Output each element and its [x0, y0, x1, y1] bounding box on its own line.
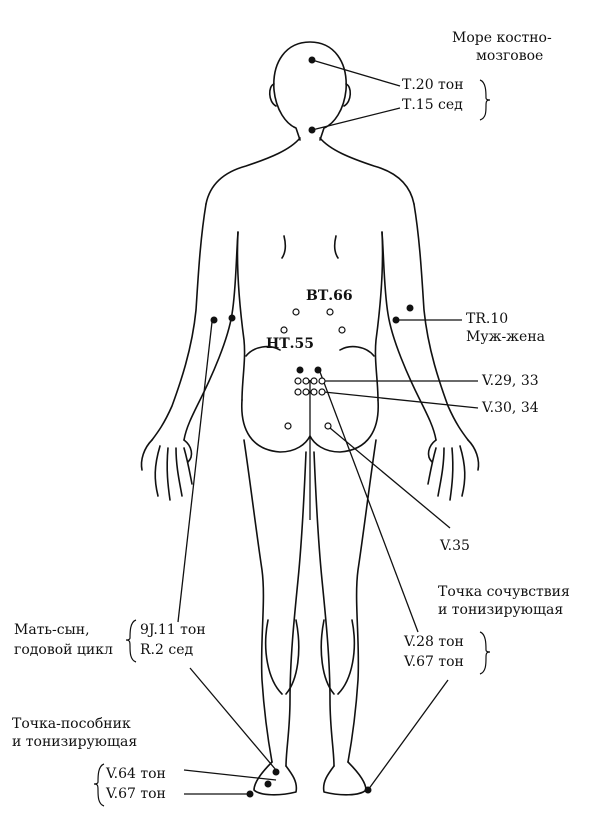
neck-shoulders — [205, 137, 415, 205]
label-sea-marrow-line1: Море костно- — [452, 30, 552, 46]
right-leg-inner — [313, 451, 335, 767]
torso-right — [374, 231, 384, 401]
ear-left — [268, 83, 277, 107]
point-t15 — [308, 126, 316, 134]
right-arm-outer — [413, 203, 469, 441]
right-leg-outer — [347, 439, 377, 763]
point-ht55-a — [280, 326, 288, 334]
point-v29-c — [310, 377, 318, 385]
leader-v28 — [319, 371, 419, 633]
brackets — [93, 79, 491, 807]
label-v30-34: V.30, 34 — [482, 400, 539, 416]
label-husband-wife: Муж-жена — [466, 329, 546, 345]
left-arm-inner — [183, 231, 239, 441]
label-bt66: ВТ.66 — [306, 288, 353, 304]
point-bt66-b — [326, 308, 334, 316]
label-mother-son-line1: Мать-сын, — [14, 622, 90, 638]
point-v64 — [264, 780, 272, 788]
head-outline — [273, 41, 347, 141]
brace-t20-t15 — [479, 79, 491, 121]
point-tr10-upper — [406, 304, 414, 312]
label-helper-line1: Точка-пособник — [12, 716, 131, 732]
label-v64: V.64 тон — [106, 766, 166, 782]
label-v67-left: V.67 тон — [106, 786, 166, 802]
leader-j11 — [177, 321, 213, 623]
acupoints — [210, 56, 414, 798]
left-leg-inner — [285, 451, 307, 767]
label-t20: Т.20 тон — [402, 77, 464, 93]
torso-left — [236, 231, 246, 401]
point-v30-c — [310, 388, 318, 396]
point-bt66-a — [292, 308, 300, 316]
left-hand — [140, 439, 193, 501]
label-helper-line2: и тонизирующая — [12, 734, 138, 750]
point-v29-b — [302, 377, 310, 385]
label-sea-marrow-line2: мозговое — [476, 48, 544, 64]
scapula-left — [281, 235, 287, 259]
point-v30-a — [294, 388, 302, 396]
point-v67-left — [246, 790, 254, 798]
leader-v64 — [183, 769, 277, 781]
calf-left — [264, 619, 300, 695]
label-sympathy-line1: Точка сочувствия — [438, 584, 570, 600]
point-v35-a — [284, 422, 292, 430]
leader-t20 — [311, 59, 401, 87]
leader-v67-right — [367, 679, 449, 791]
point-r2 — [272, 768, 280, 776]
label-v29-33: V.29, 33 — [482, 373, 539, 389]
label-mother-son-line2: годовой цикл — [14, 642, 113, 658]
point-j11 — [210, 316, 218, 324]
point-v29-d — [318, 377, 326, 385]
label-v35: V.35 — [440, 538, 470, 554]
calf-right — [320, 619, 356, 695]
leader-lines — [177, 59, 479, 795]
right-foot — [322, 761, 367, 796]
label-sympathy-line2: и тонизирующая — [438, 602, 564, 618]
point-v30-d — [318, 388, 326, 396]
label-r2: R.2 сед — [140, 642, 194, 658]
brace-v28-v67 — [479, 631, 491, 675]
label-ht55: НТ.55 — [266, 336, 315, 352]
point-v35-b — [324, 422, 332, 430]
leader-r2 — [189, 667, 277, 771]
leader-t15 — [311, 107, 401, 131]
point-v30-b — [302, 388, 310, 396]
point-j11-b — [228, 314, 236, 322]
scapula-right — [333, 235, 339, 259]
left-arm-outer — [151, 203, 207, 441]
ear-right — [343, 83, 352, 107]
brace-v64-v67 — [93, 763, 105, 807]
brace-j11-r2 — [125, 619, 137, 663]
point-v28-b — [314, 366, 322, 374]
point-t20 — [308, 56, 316, 64]
point-tr10 — [392, 316, 400, 324]
leader-v30 — [323, 391, 479, 409]
label-tr10: TR.10 — [466, 311, 509, 327]
point-v29-a — [294, 377, 302, 385]
right-arm-inner — [381, 231, 437, 441]
left-foot — [253, 761, 298, 796]
right-hand — [427, 439, 480, 501]
point-ht55-b — [338, 326, 346, 334]
leader-v35 — [329, 427, 451, 529]
left-leg-outer — [243, 439, 273, 763]
label-v28: V.28 тон — [404, 634, 464, 650]
label-j11: 9J.11 тон — [140, 622, 206, 638]
label-v67-right: V.67 тон — [404, 654, 464, 670]
point-v28-a — [296, 366, 304, 374]
point-v67-right — [364, 786, 372, 794]
label-t15: Т.15 сед — [402, 97, 463, 113]
